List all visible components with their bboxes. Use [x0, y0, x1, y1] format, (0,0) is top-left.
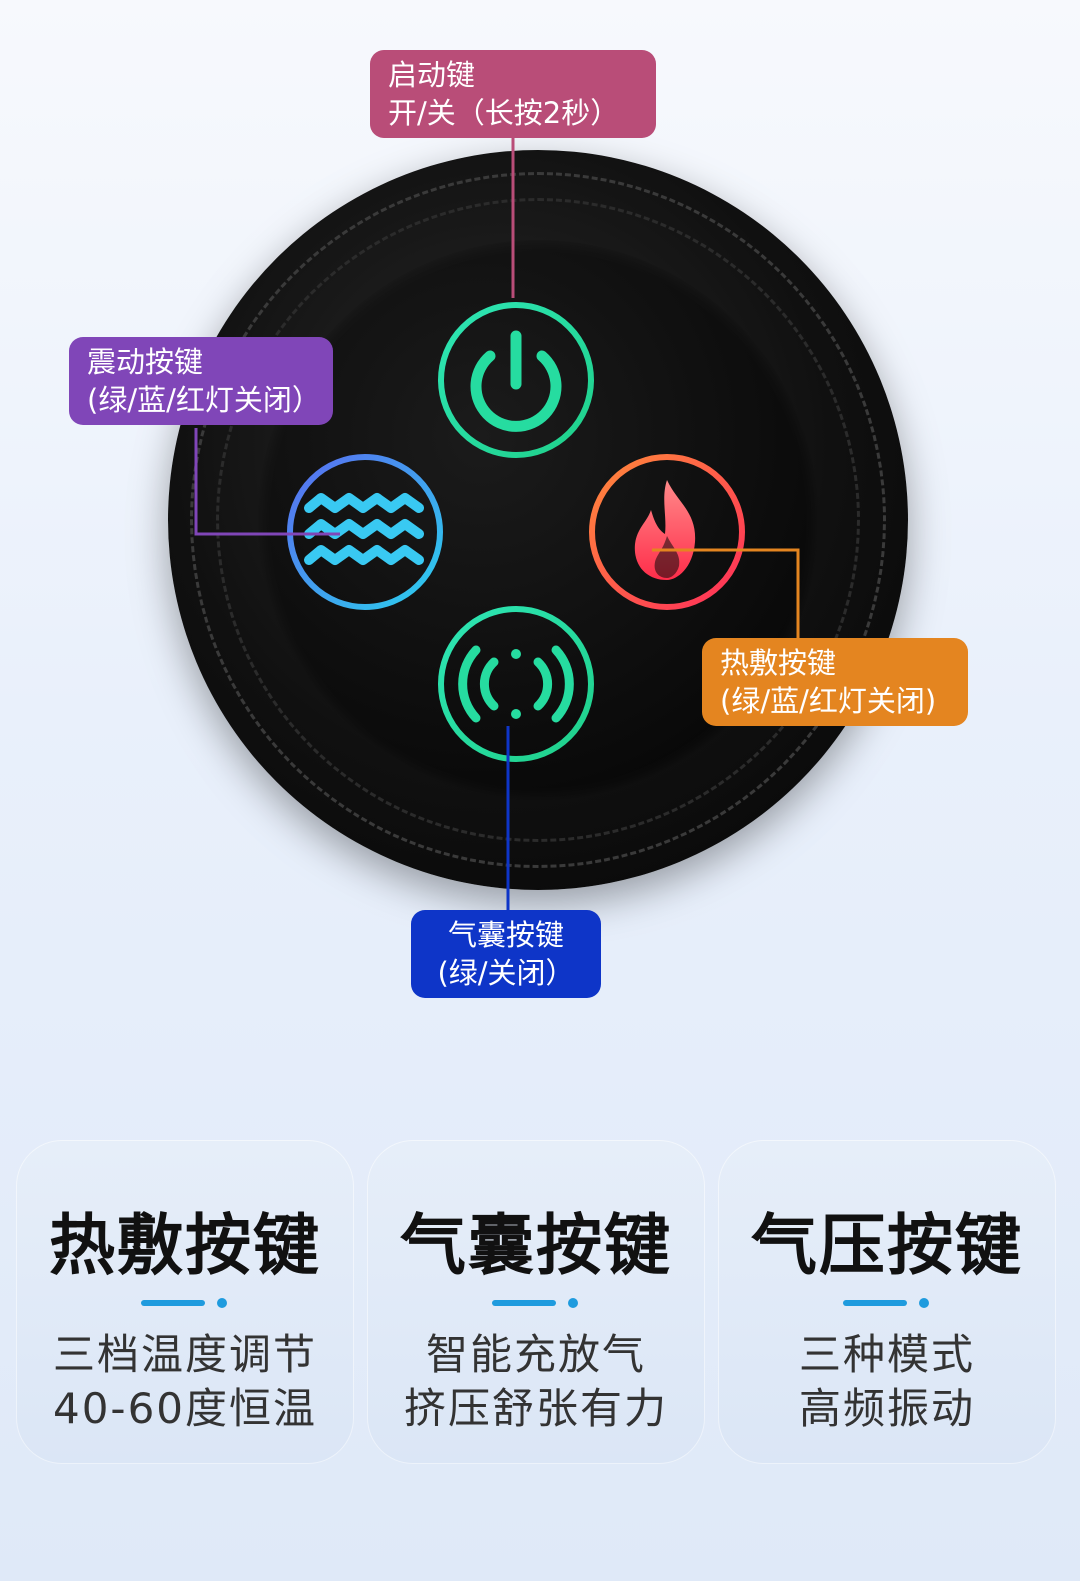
heat-button[interactable] — [585, 450, 749, 614]
power-callout-desc: 开/关（长按2秒） — [388, 96, 620, 130]
feature-card-airbag: 气囊按键 智能充放气 挤压舒张有力 — [367, 1140, 705, 1464]
vibration-callout: 震动按键 (绿/蓝/红灯关闭） — [69, 337, 333, 425]
heat-callout-title: 热敷按键 — [720, 646, 837, 680]
accent-dash — [843, 1300, 907, 1306]
power-icon — [438, 302, 594, 458]
feature-card-heat: 热敷按键 三档温度调节 40-60度恒温 — [16, 1140, 354, 1464]
wave-icon — [287, 454, 443, 610]
feature-card-desc-line1: 三种模式 — [798, 1330, 975, 1379]
feature-card-desc: 三种模式 高频振动 — [718, 1328, 1056, 1436]
outer-stitching — [190, 172, 886, 868]
controller-device — [168, 150, 908, 890]
heat-callout: 热敷按键 (绿/蓝/红灯关闭) — [702, 638, 968, 726]
accent-dash — [141, 1300, 205, 1306]
feature-card-desc-line1: 智能充放气 — [425, 1330, 646, 1379]
feature-card-title: 气囊按键 — [400, 1207, 672, 1284]
flame-icon — [589, 454, 745, 610]
vibration-callout-title: 震动按键 — [87, 345, 204, 379]
accent-dot — [217, 1298, 227, 1308]
feature-card-desc-line2: 高频振动 — [798, 1384, 975, 1433]
heat-callout-desc: (绿/蓝/红灯关闭) — [720, 684, 937, 718]
feature-card-title: 热敷按键 — [49, 1207, 321, 1284]
power-button[interactable] — [434, 298, 598, 462]
accent-dot — [568, 1298, 578, 1308]
airbag-icon — [438, 606, 594, 762]
power-callout-title: 启动键 — [388, 58, 476, 92]
accent-dot — [919, 1298, 929, 1308]
feature-card-desc-line1: 三档温度调节 — [52, 1330, 317, 1379]
airbag-callout: 气囊按键 (绿/关闭） — [411, 910, 601, 998]
feature-card-desc-line2: 挤压舒张有力 — [403, 1384, 668, 1433]
power-callout: 启动键 开/关（长按2秒） — [370, 50, 656, 138]
feature-card-desc: 三档温度调节 40-60度恒温 — [16, 1328, 354, 1436]
feature-card-pressure: 气压按键 三种模式 高频振动 — [718, 1140, 1056, 1464]
vibration-button[interactable] — [283, 450, 447, 614]
feature-card-desc: 智能充放气 挤压舒张有力 — [367, 1328, 705, 1436]
feature-card-title: 气压按键 — [751, 1207, 1023, 1284]
accent-dash — [492, 1300, 556, 1306]
airbag-button[interactable] — [434, 602, 598, 766]
airbag-callout-title: 气囊按键 — [447, 918, 564, 952]
airbag-callout-desc: (绿/关闭） — [437, 956, 575, 990]
feature-card-desc-line2: 40-60度恒温 — [52, 1384, 318, 1433]
vibration-callout-desc: (绿/蓝/红灯关闭） — [87, 383, 321, 417]
